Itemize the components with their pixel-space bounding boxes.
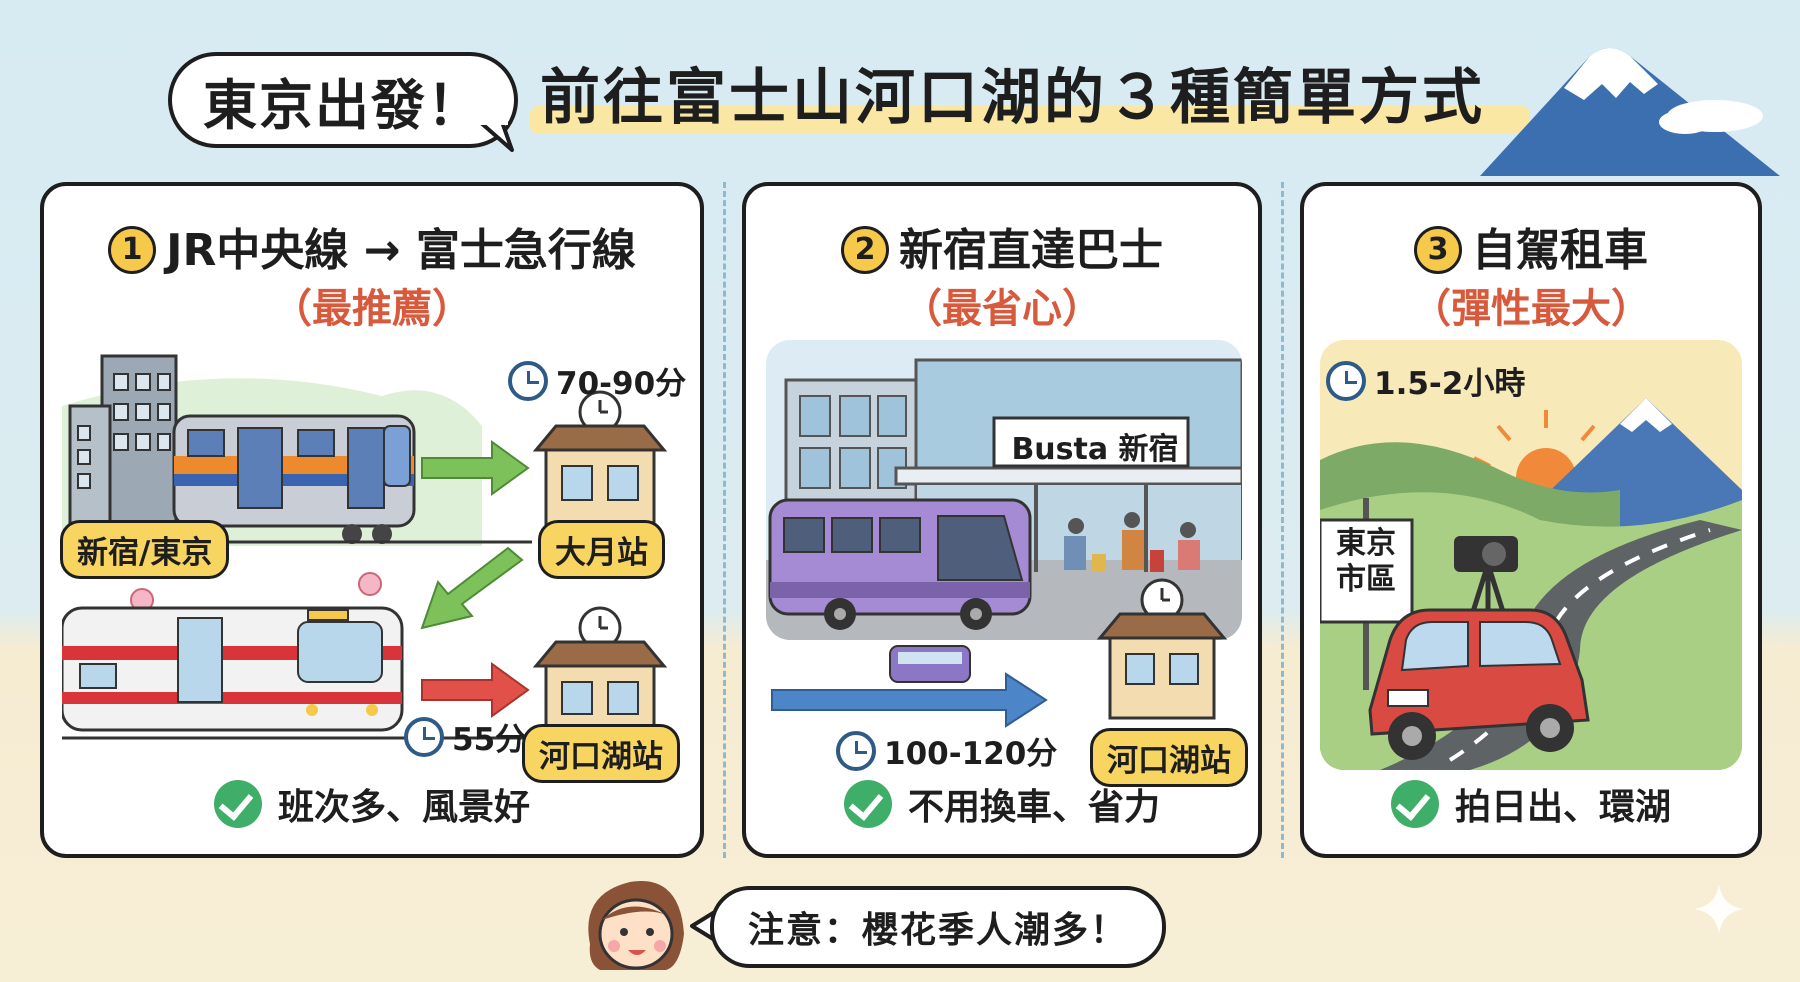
page-title: 前往富士山河口湖的３種簡單方式 <box>540 63 1485 133</box>
destination-label: 河口湖站 <box>1090 728 1248 787</box>
card-title-text: 新宿直達巴士 <box>899 225 1163 276</box>
travel-time-fujikyu: 55分 <box>404 714 526 759</box>
pro-line: 班次多、風景好 <box>44 778 700 830</box>
clock-icon <box>404 716 444 757</box>
clock-icon <box>1326 360 1366 401</box>
title-highlight <box>530 106 1530 134</box>
card-subtitle: （彈性最大） <box>1411 286 1651 332</box>
card-subtitle: （最推薦） <box>272 286 472 332</box>
bubble-tail-icon <box>478 120 514 152</box>
check-icon <box>843 780 892 828</box>
pro-line: 不用換車、省力 <box>746 778 1258 830</box>
title-row: 東京出發！ 前往富士山河口湖的３種簡單方式 <box>0 0 1800 176</box>
clock-icon <box>508 360 548 401</box>
card-title-text: 自駕租車 <box>1472 225 1648 276</box>
check-icon <box>1390 780 1439 828</box>
option-number-badge: 2 <box>841 226 889 274</box>
busta-station-sign: Busta 新宿 <box>1011 432 1179 467</box>
header-speech-bubble: 東京出發！ <box>168 52 518 148</box>
card-separator <box>1281 182 1284 858</box>
option-number-badge: 1 <box>108 226 157 274</box>
origin-label: 新宿/東京 <box>60 520 230 579</box>
card-separator <box>723 182 726 858</box>
sparkle-icon <box>1694 884 1744 934</box>
option-number-badge: 3 <box>1414 226 1462 274</box>
road-trip-illustration <box>1320 340 1742 770</box>
destination-label: 河口湖站 <box>522 724 680 783</box>
travel-time-car: 1.5-2小時 <box>1326 358 1525 403</box>
girl-avatar-icon <box>588 881 684 970</box>
pro-line: 拍日出、環湖 <box>1304 778 1758 830</box>
mount-fuji-icon <box>1480 48 1780 176</box>
bus-terminal-illustration <box>766 340 1242 728</box>
tokyo-city-road-sign: 東京 市區 <box>1336 526 1396 597</box>
card-title-text: JR中央線 → 富士急行線 <box>166 225 636 276</box>
check-icon <box>213 780 262 828</box>
transfer-station-label: 大月站 <box>538 520 665 579</box>
card-subtitle: （最省心） <box>902 286 1102 332</box>
travel-time-jr: 70-90分 <box>508 358 686 403</box>
note-bubble: 注意：櫻花季人潮多！ <box>710 886 1166 968</box>
travel-time-bus: 100-120分 <box>836 728 1057 773</box>
train-route-illustration <box>62 354 668 748</box>
clock-icon <box>836 730 876 771</box>
